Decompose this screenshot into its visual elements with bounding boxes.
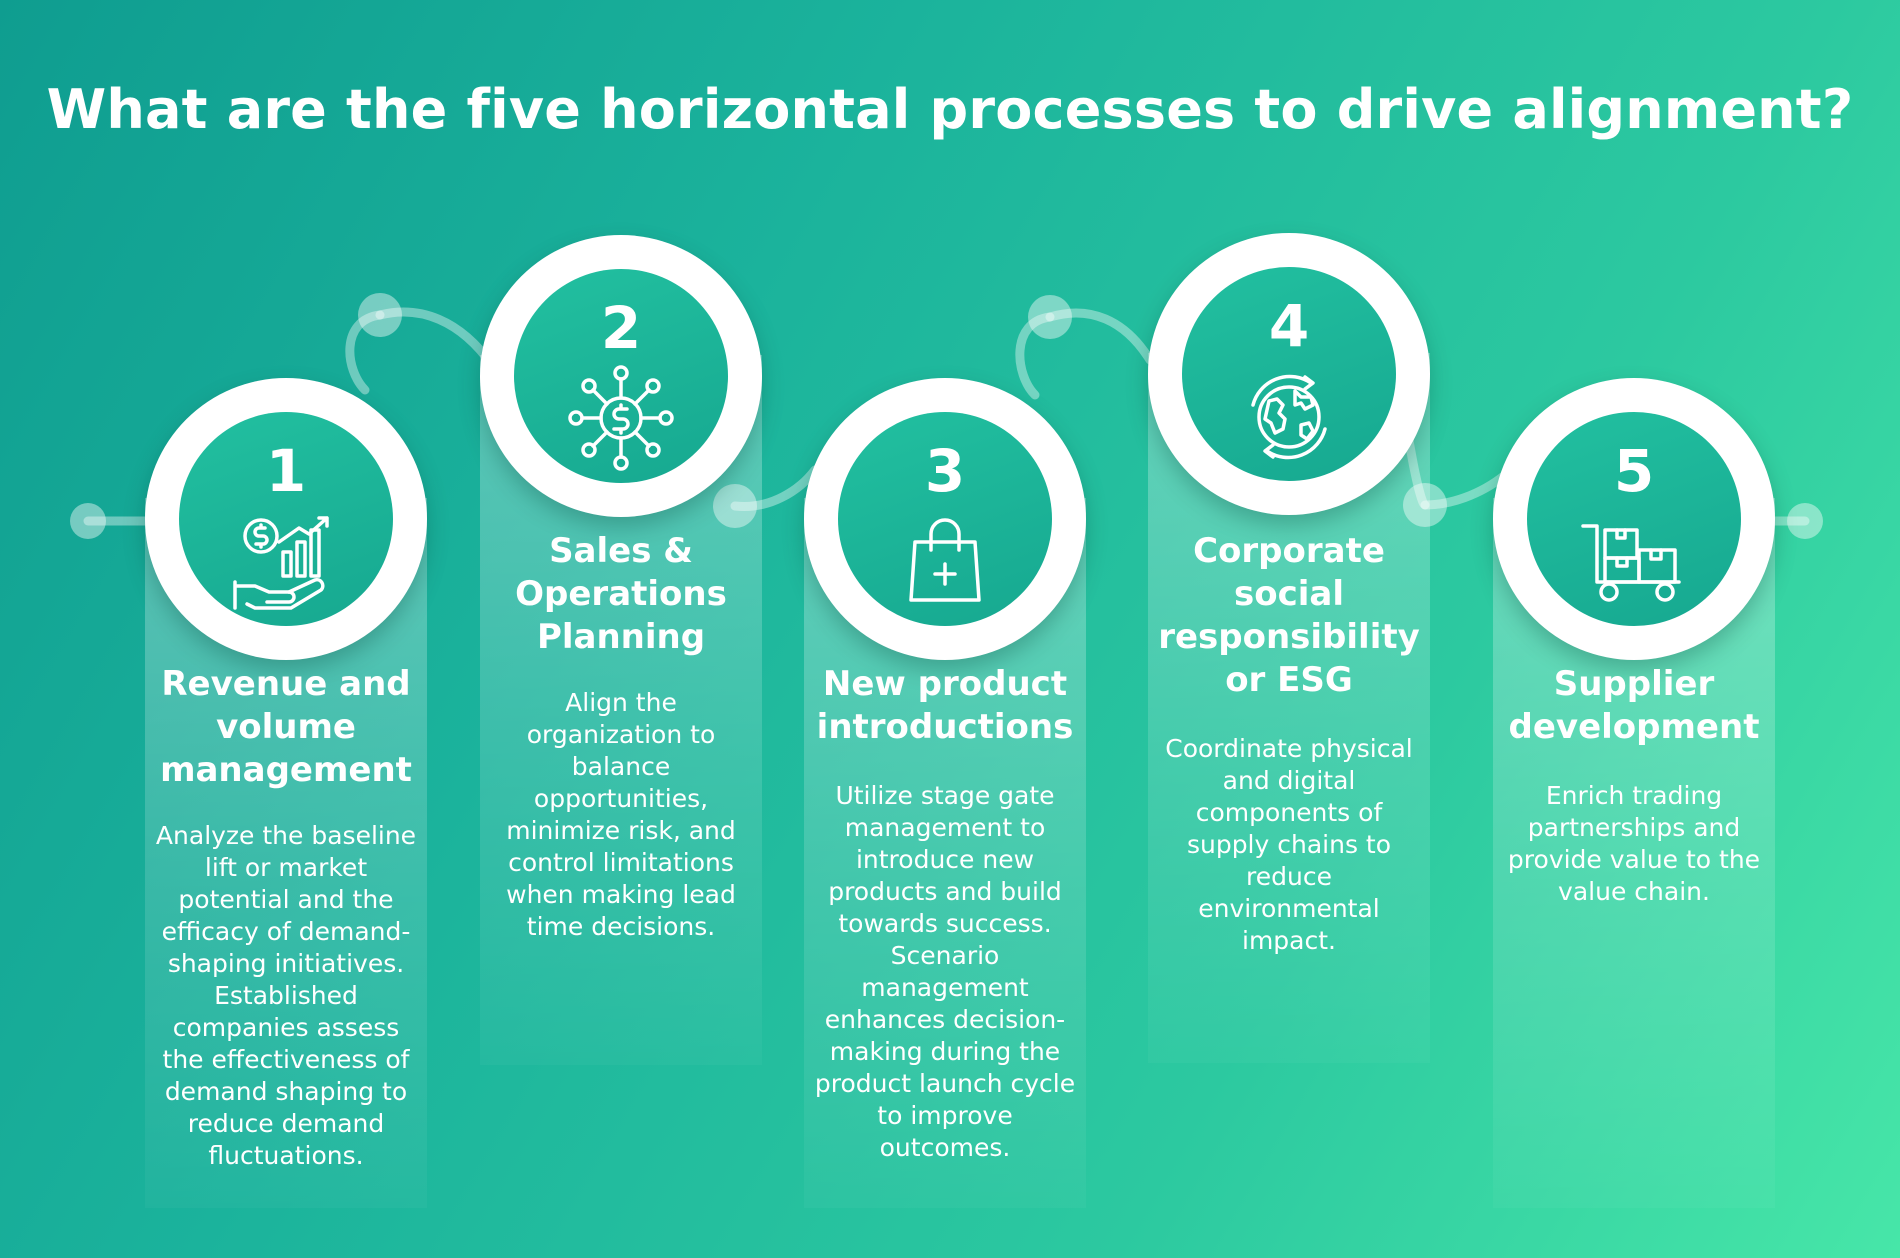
step-disc: 2 <box>514 269 728 483</box>
step-disc: 5 <box>1527 412 1741 626</box>
step-ring: 5 <box>1493 378 1775 660</box>
shopping-bag-plus-icon <box>909 518 981 602</box>
step-number: 5 <box>1613 437 1655 505</box>
connector-node <box>358 293 402 337</box>
step-number: 3 <box>924 437 966 505</box>
process-step-4: 4 Corporate social responsibility or ESG… <box>1148 233 1430 1063</box>
step-heading: Sales & Operations Planning <box>515 531 727 657</box>
step-description: Enrich trading partnerships and provide … <box>1507 781 1761 906</box>
step-heading: New product introductions <box>816 664 1074 747</box>
step-description: Utilize stage gate management to introdu… <box>814 781 1076 1162</box>
page-title: What are the five horizontal processes t… <box>46 78 1854 141</box>
connector-node <box>1028 295 1072 339</box>
step-disc: 1 <box>179 412 393 626</box>
process-step-2: 2 Sales & Operations Planning Align the … <box>480 235 762 1065</box>
process-step-1: 1 Revenue and volume management Analyze … <box>145 378 427 1208</box>
step-disc: 4 <box>1182 267 1396 481</box>
connector-node <box>713 484 757 528</box>
connector-node <box>70 503 106 539</box>
step-number: 4 <box>1268 292 1310 360</box>
step-description: Analyze the baseline lift or market pote… <box>155 821 417 1170</box>
dollar-network-icon <box>568 365 674 471</box>
step-ring: 1 <box>145 378 427 660</box>
connector-node <box>1403 483 1447 527</box>
revenue-growth-icon <box>233 516 329 610</box>
step-number: 1 <box>265 437 307 505</box>
step-ring: 2 <box>480 235 762 517</box>
process-step-3: 3 New product introductions Utilize stag… <box>804 378 1086 1208</box>
step-ring: 4 <box>1148 233 1430 515</box>
globe-cycle-icon <box>1251 374 1327 460</box>
step-ring: 3 <box>804 378 1086 660</box>
step-heading: Revenue and volume management <box>160 664 412 790</box>
step-disc: 3 <box>838 412 1052 626</box>
step-number: 2 <box>600 294 642 362</box>
process-step-5: 5 Supplier development Enrich trading pa… <box>1493 378 1775 1208</box>
step-description: Coordinate physical and digital componen… <box>1165 734 1413 955</box>
hand-truck-boxes-icon <box>1581 524 1681 602</box>
connector-node <box>1787 503 1823 539</box>
step-description: Align the organization to balance opport… <box>506 688 736 941</box>
step-heading: Corporate social responsibility or ESG <box>1158 531 1420 700</box>
step-heading: Supplier development <box>1508 664 1760 747</box>
